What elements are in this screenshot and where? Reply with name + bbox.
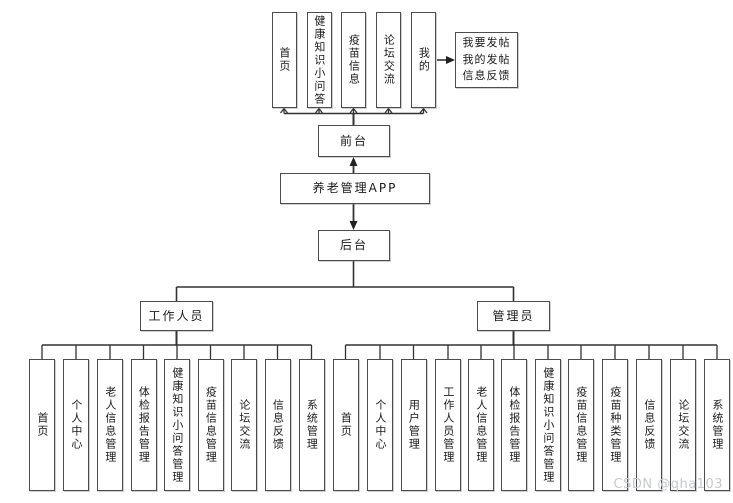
submenu-item: 信息反馈 [462, 69, 511, 83]
node-label: 论坛交流 [237, 399, 251, 451]
node-label: 工作人员 [148, 308, 205, 323]
node-front-forum: 论坛交流 [376, 12, 401, 108]
node-backend: 后台 [318, 230, 390, 261]
node-label: 健康知识小问答管理 [170, 366, 184, 484]
node-label: 用户管理 [407, 399, 421, 451]
node-label: 体检报告管理 [507, 386, 521, 464]
node-front-vaccine-info: 疫苗信息 [341, 12, 366, 108]
node-staff-vaccine-info-mgmt: 疫苗信息管理 [197, 359, 224, 491]
node-label: 信息反馈 [642, 399, 656, 451]
node-label: 健康知识小问答管理 [541, 366, 555, 484]
node-staff-health-qa-mgmt: 健康知识小问答管理 [164, 359, 190, 491]
node-staff-elder-info-mgmt: 老人信息管理 [97, 359, 123, 491]
node-staff-system-mgmt: 系统管理 [298, 359, 325, 491]
node-label: 疫苗信息管理 [204, 386, 218, 464]
node-label: 系统管理 [710, 399, 724, 451]
node-staff-checkup-report-mgmt: 体检报告管理 [130, 359, 157, 491]
node-front-mine: 我的 [411, 12, 436, 108]
submenu-item: 我要发帖 [462, 36, 511, 50]
node-label: 老人信息管理 [474, 386, 488, 464]
node-label: 疫苗种类管理 [608, 386, 622, 464]
node-admin-home: 首页 [332, 359, 359, 491]
node-label: 论坛交流 [382, 34, 396, 86]
node-label: 健康知识小问答 [312, 14, 326, 106]
submenu-item: 我的发帖 [462, 52, 511, 66]
node-admin-forum: 论坛交流 [670, 359, 696, 491]
node-label: 首页 [277, 47, 291, 73]
node-label: 系统管理 [305, 399, 319, 451]
node-admin-health-qa-mgmt: 健康知识小问答管理 [535, 359, 561, 491]
node-label: 前台 [339, 133, 368, 148]
node-mine-submenu: 我要发帖 我的发帖 信息反馈 [455, 32, 518, 88]
node-label: 个人中心 [373, 399, 387, 451]
node-label: 养老管理APP [312, 181, 398, 195]
node-label: 信息反馈 [271, 399, 285, 451]
node-label: 论坛交流 [676, 399, 690, 451]
node-admin-user-mgmt: 用户管理 [400, 359, 427, 491]
node-admin-feedback: 信息反馈 [636, 359, 662, 491]
node-label: 首页 [339, 412, 353, 438]
node-label: 后台 [339, 238, 368, 252]
node-label: 疫苗信息管理 [574, 386, 588, 464]
node-label: 我的 [417, 47, 431, 73]
node-staff: 工作人员 [140, 301, 213, 331]
node-staff-home: 首页 [29, 359, 55, 491]
node-label: 体检报告管理 [137, 386, 151, 464]
node-admin-elder-info-mgmt: 老人信息管理 [468, 359, 494, 491]
node-frontend: 前台 [318, 125, 390, 157]
node-staff-forum: 论坛交流 [231, 359, 257, 491]
node-staff-feedback: 信息反馈 [264, 359, 291, 491]
node-admin-vaccine-info-mgmt: 疫苗信息管理 [568, 359, 594, 491]
node-admin: 管理员 [477, 301, 550, 331]
node-admin-personal-center: 个人中心 [367, 359, 393, 491]
csdn-watermark: CSDN @qha103 [613, 477, 723, 492]
node-admin-vaccine-type-mgmt: 疫苗种类管理 [602, 359, 628, 491]
node-front-health-qa: 健康知识小问答 [306, 12, 332, 108]
node-front-home: 首页 [271, 12, 297, 108]
node-label: 老人信息管理 [103, 386, 117, 464]
node-staff-personal-center: 个人中心 [63, 359, 89, 491]
node-admin-system-mgmt: 系统管理 [704, 359, 730, 491]
node-label: 工作人员管理 [441, 386, 455, 464]
node-label: 管理员 [492, 308, 535, 323]
node-admin-checkup-report-mgmt: 体检报告管理 [501, 359, 527, 491]
node-app-root: 养老管理APP [280, 173, 430, 204]
node-admin-staff-mgmt: 工作人员管理 [435, 359, 461, 491]
node-label: 个人中心 [69, 399, 83, 451]
node-label: 疫苗信息 [347, 34, 361, 86]
node-label: 首页 [35, 412, 49, 438]
